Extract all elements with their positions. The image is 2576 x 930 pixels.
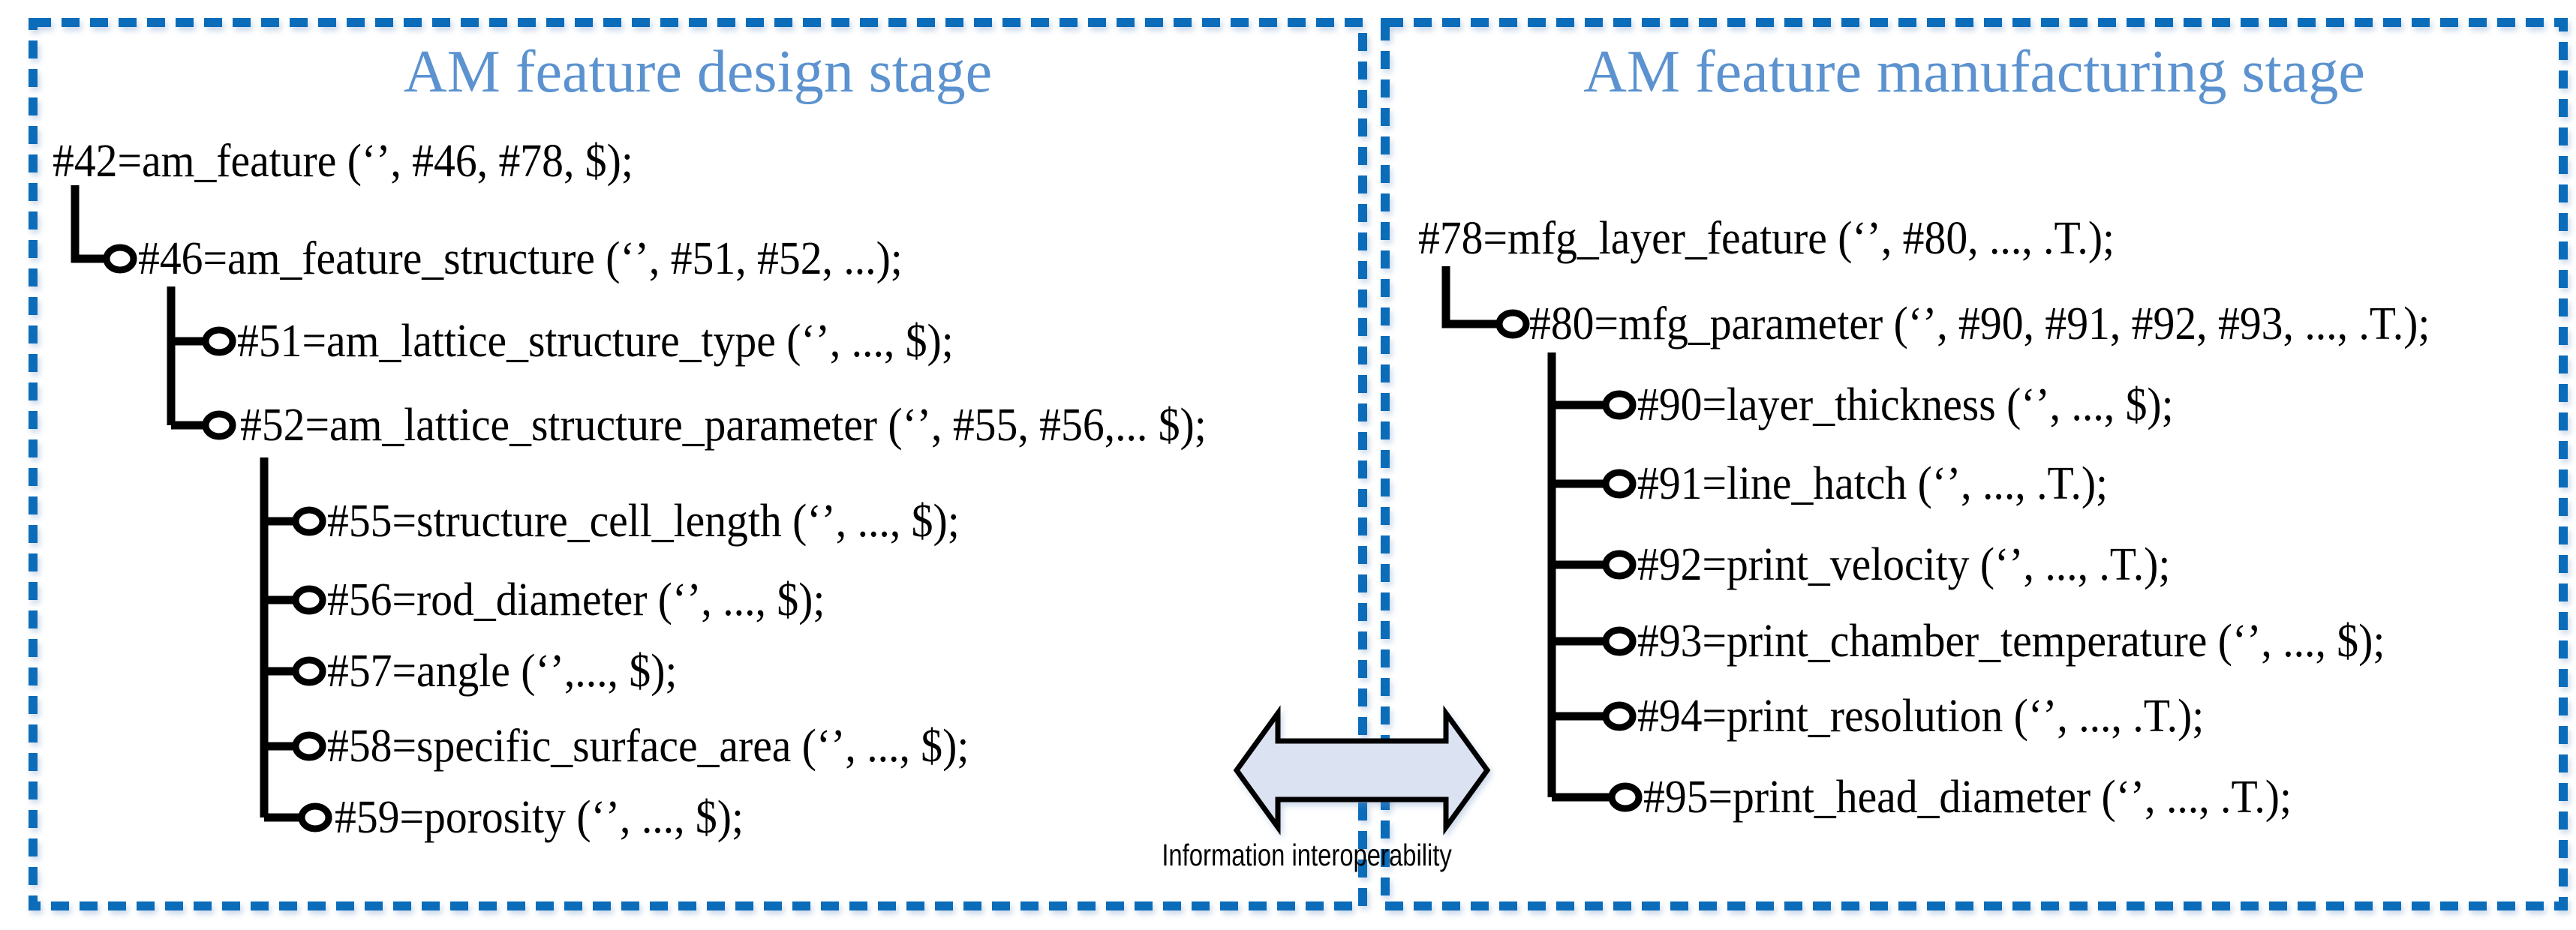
tree-node-94: #94=print_resolution (‘’, ..., .T.); [1637,691,2205,742]
tree-node-59: #59=porosity (‘’, ..., $); [335,792,744,843]
tree-node-58: #58=specific_surface_area (‘’, ..., $); [327,721,969,772]
tree-node-78: #78=mfg_layer_feature (‘’, #80, ..., .T.… [1418,213,2115,264]
tree-node-90: #90=layer_thickness (‘’, ..., $); [1637,380,2174,430]
connector-78-80 [1441,266,1498,328]
node-bullet-icon [292,506,326,536]
interoperability-label: Information interoperability [1126,837,1486,874]
tree-node-46: #46=am_feature_structure (‘’, #51, #52, … [138,233,903,284]
node-bullet-icon [1608,782,1643,812]
design-panel-border [29,18,1367,910]
node-bullet-icon [1495,309,1530,339]
design-node-bullets [103,244,332,832]
tree-node-95: #95=print_head_diameter (‘’, ..., .T.); [1643,772,2292,823]
node-bullet-icon [103,244,137,274]
tree-node-92: #92=print_velocity (‘’, ..., .T.); [1637,539,2171,590]
node-bullet-icon [1602,469,1637,499]
node-bullet-icon [1602,390,1637,420]
tree-node-56: #56=rod_diameter (‘’, ..., $); [327,574,825,626]
design-panel-title: AM feature design stage [403,39,993,105]
tree-node-57: #57=angle (‘’,..., $); [327,646,678,697]
tree-node-91: #91=line_hatch (‘’, ..., .T.); [1637,458,2109,509]
node-bullet-icon [202,326,236,356]
node-bullet-icon [292,585,326,615]
node-bullet-icon [1602,701,1637,731]
node-bullet-icon [202,410,236,440]
tree-node-55: #55=structure_cell_length (‘’, ..., $); [327,496,960,547]
manufacturing-panel-title: AM feature manufacturing stage [1583,39,2365,105]
tree-node-42: #42=am_feature (‘’, #46, #78, $); [53,136,633,187]
node-bullet-icon [1602,550,1637,580]
node-bullet-icon [292,656,326,686]
tree-node-51: #51=am_lattice_structure_type (‘’, ..., … [237,316,954,367]
node-bullet-icon [292,731,326,761]
manufacturing-panel-border [1381,18,2568,910]
connector-42-46 [71,185,107,263]
manufacturing-node-bullets [1495,309,1643,812]
interoperability-label-text: Information interoperability [1162,838,1452,872]
tree-node-93: #93=print_chamber_temperature (‘’, ..., … [1637,616,2385,667]
tree-node-80: #80=mfg_parameter (‘’, #90, #91, #92, #9… [1529,298,2430,350]
node-bullet-icon [1602,626,1637,656]
node-bullet-icon [298,802,332,832]
tree-node-52: #52=am_lattice_structure_parameter (‘’, … [240,400,1207,451]
manufacturing-tree-connectors [1441,266,1610,802]
design-tree-connectors [71,185,302,822]
interoperability-arrow-icon [1233,705,1491,836]
